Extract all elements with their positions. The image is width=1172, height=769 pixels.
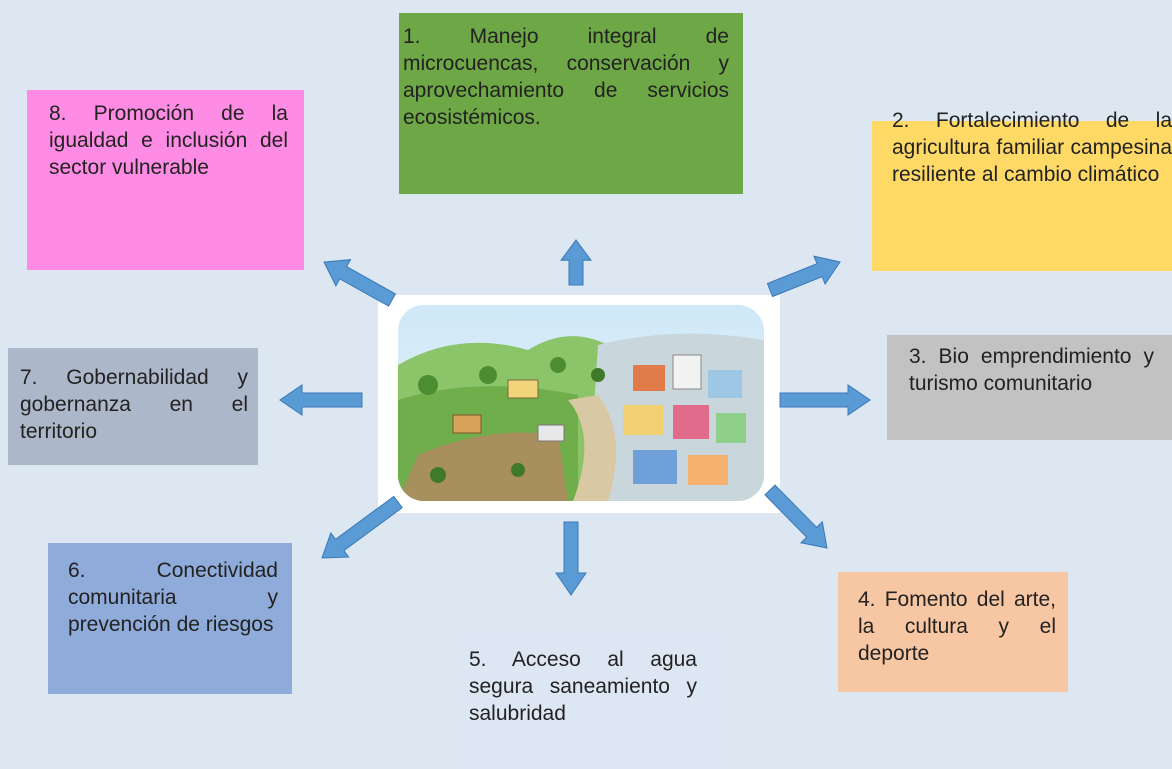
arrow-down	[555, 521, 587, 596]
box-agricultura-text: 2. Fortalecimiento de la agricultura fam…	[892, 109, 1172, 186]
center-image-frame	[378, 295, 780, 513]
community-landscape-illustration	[398, 305, 764, 501]
box-arte-cultura-text: 4. Fomento del arte, la cultura y el dep…	[858, 588, 1056, 665]
box-microcuencas-text: 1. Manejo integral de microcuencas, cons…	[403, 25, 729, 129]
box-gobernabilidad: 7. Gobernabilidad y gobernanza en el ter…	[8, 348, 258, 465]
box-agricultura: 2. Fortalecimiento de la agricultura fam…	[872, 109, 1172, 271]
box-igualdad-text: 8. Promoción de la igualdad e inclusión …	[49, 102, 288, 179]
box-conectividad-text: 6. Conectividad comunitaria y prevención…	[68, 559, 278, 636]
box-conectividad: 6. Conectividad comunitaria y prevención…	[48, 543, 292, 694]
box-agua: 5. Acceso al agua segura saneamiento y s…	[461, 632, 717, 769]
box-microcuencas: 1. Manejo integral de microcuencas, cons…	[399, 13, 743, 194]
box-gobernabilidad-text: 7. Gobernabilidad y gobernanza en el ter…	[20, 366, 248, 443]
box-bioemprendimiento: 3. Bio emprendimiento y turismo comunita…	[887, 335, 1172, 440]
arrow-right	[779, 384, 871, 416]
arrow-left	[279, 384, 363, 416]
box-bioemprendimiento-text: 3. Bio emprendimiento y turismo comunita…	[909, 345, 1154, 395]
box-agua-text: 5. Acceso al agua segura saneamiento y s…	[469, 648, 697, 725]
box-arte-cultura: 4. Fomento del arte, la cultura y el dep…	[838, 572, 1068, 692]
arrow-up-right	[766, 255, 841, 298]
arrow-up	[560, 239, 592, 286]
box-igualdad: 8. Promoción de la igualdad e inclusión …	[27, 90, 304, 270]
